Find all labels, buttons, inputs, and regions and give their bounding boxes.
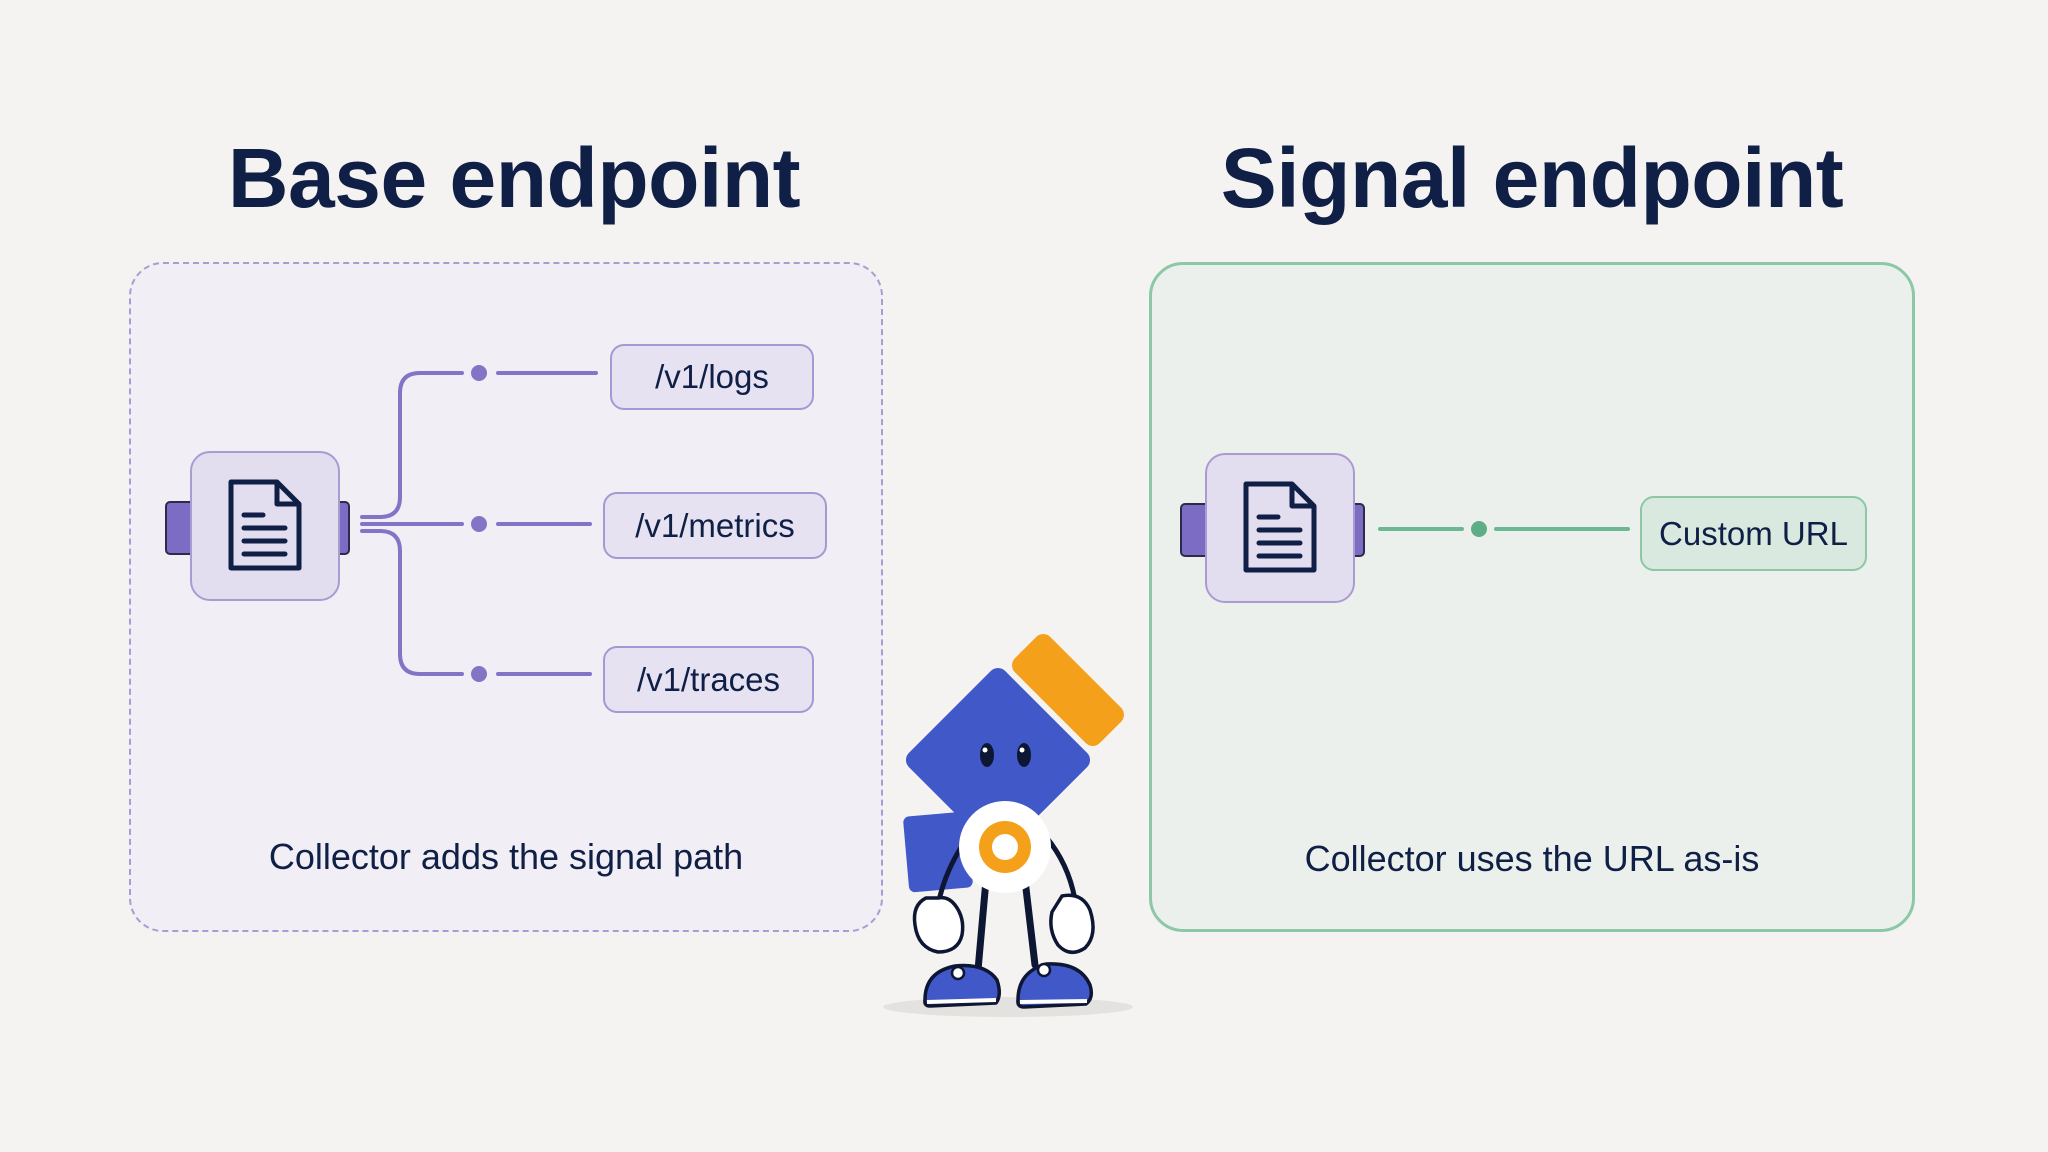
mascot-glove-right — [1049, 893, 1095, 955]
path-pill-traces: /v1/traces — [603, 646, 814, 713]
signal-endpoint-caption: Collector uses the URL as-is — [1304, 838, 1760, 879]
mascot-eye-right — [1017, 743, 1031, 767]
mascot-glove-left — [912, 895, 965, 954]
path-pill-metrics: /v1/metrics — [603, 492, 827, 559]
signal-endpoint-title: Signal endpoint — [1220, 131, 1844, 225]
mascot-orange-bar — [1012, 634, 1124, 746]
mascot-leg-right — [1021, 876, 1039, 969]
mascot-leg-left — [974, 876, 990, 974]
connector-metrics-dot — [471, 516, 487, 532]
collector-node-signal — [1177, 453, 1368, 605]
mascot-side-panel — [903, 811, 973, 893]
mascot-head — [905, 667, 1091, 853]
connector-logs-dot — [471, 365, 487, 381]
document-icon — [228, 479, 302, 571]
collector-box — [190, 451, 340, 601]
connector-traces — [360, 529, 464, 676]
collector-node-base — [162, 451, 353, 603]
connector-custom-dot — [1471, 521, 1487, 537]
mascot-shoe-right — [1016, 962, 1094, 1009]
path-pill-logs: /v1/logs — [610, 344, 814, 410]
mascot-character — [883, 634, 1133, 1017]
connector-logs — [360, 371, 464, 519]
connector-traces-dot — [471, 666, 487, 682]
signal-endpoint-panel — [1149, 262, 1915, 932]
document-icon — [1243, 481, 1317, 573]
base-endpoint-title: Base endpoint — [227, 131, 801, 225]
base-endpoint-caption: Collector adds the signal path — [268, 836, 744, 877]
mascot-ring-hole — [992, 834, 1018, 860]
mascot-shoe-left — [923, 963, 1001, 1008]
mascot-eye-left — [980, 743, 994, 767]
collector-box — [1205, 453, 1355, 603]
custom-url-pill: Custom URL — [1640, 496, 1867, 571]
mascot-shadow — [883, 997, 1133, 1017]
